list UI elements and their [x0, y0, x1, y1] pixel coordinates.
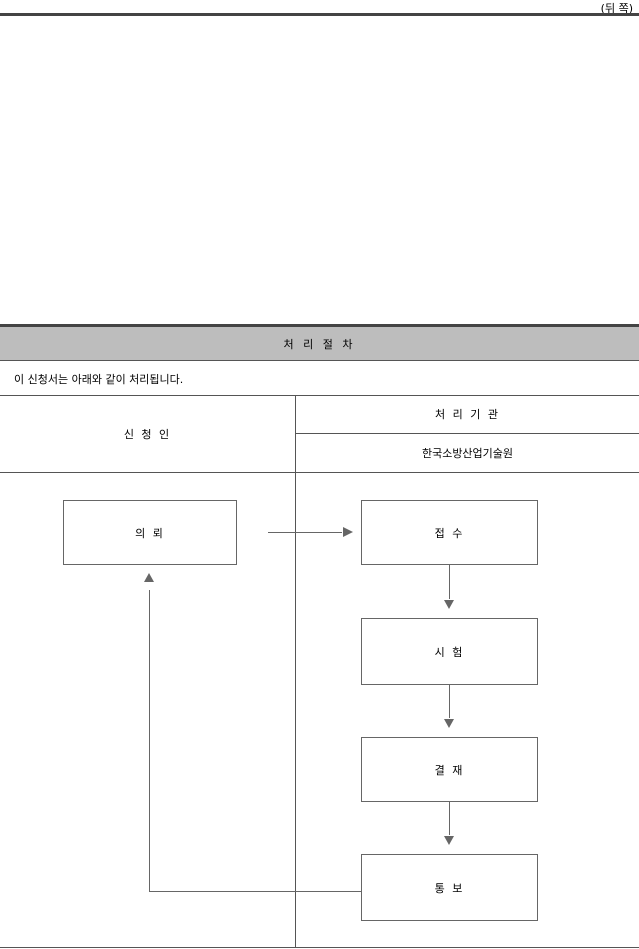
page-side-label: (뒤 쪽)	[600, 2, 633, 15]
arrow-request-to-receipt	[268, 532, 342, 533]
applicant-header: 신 청 인	[123, 427, 172, 441]
agency-header: 처 리 기 관	[435, 408, 500, 421]
request-label: 의 뢰	[135, 526, 165, 540]
receipt-box: 접 수	[361, 500, 538, 565]
column-divider	[295, 395, 296, 948]
approval-box: 결 재	[361, 737, 538, 802]
section-top-border	[0, 324, 639, 327]
section-title-bottom	[0, 360, 639, 361]
section-intro: 이 신청서는 아래와 같이 처리됩니다.	[14, 373, 184, 386]
top-border	[0, 13, 639, 16]
header-bottom	[0, 472, 639, 473]
approval-label: 결 재	[434, 763, 465, 777]
agency-header-divider	[296, 433, 639, 434]
arrowhead-up-icon	[144, 573, 154, 582]
agency-name: 한국소방산업기술원	[421, 447, 514, 460]
receipt-label: 접 수	[434, 526, 465, 540]
arrowhead-down-icon	[444, 600, 454, 609]
section-title: 처 리 절 차	[0, 327, 639, 360]
arrowhead-down-icon	[444, 719, 454, 728]
arrow-receipt-to-test	[449, 564, 450, 599]
arrowhead-down-icon	[444, 836, 454, 845]
bottom-border	[0, 947, 639, 948]
arrow-approval-to-notice	[449, 801, 450, 835]
request-box: 의 뢰	[63, 500, 237, 565]
arrowhead-right-icon	[343, 527, 353, 537]
test-box: 시 험	[361, 618, 538, 685]
arrow-notice-return-horizontal	[149, 891, 361, 892]
test-label: 시 험	[434, 645, 465, 659]
intro-bottom	[0, 395, 639, 396]
notice-box: 통 보	[361, 854, 538, 921]
arrow-test-to-approval	[449, 684, 450, 718]
notice-label: 통 보	[434, 881, 465, 895]
arrow-notice-return-vertical	[149, 590, 150, 892]
